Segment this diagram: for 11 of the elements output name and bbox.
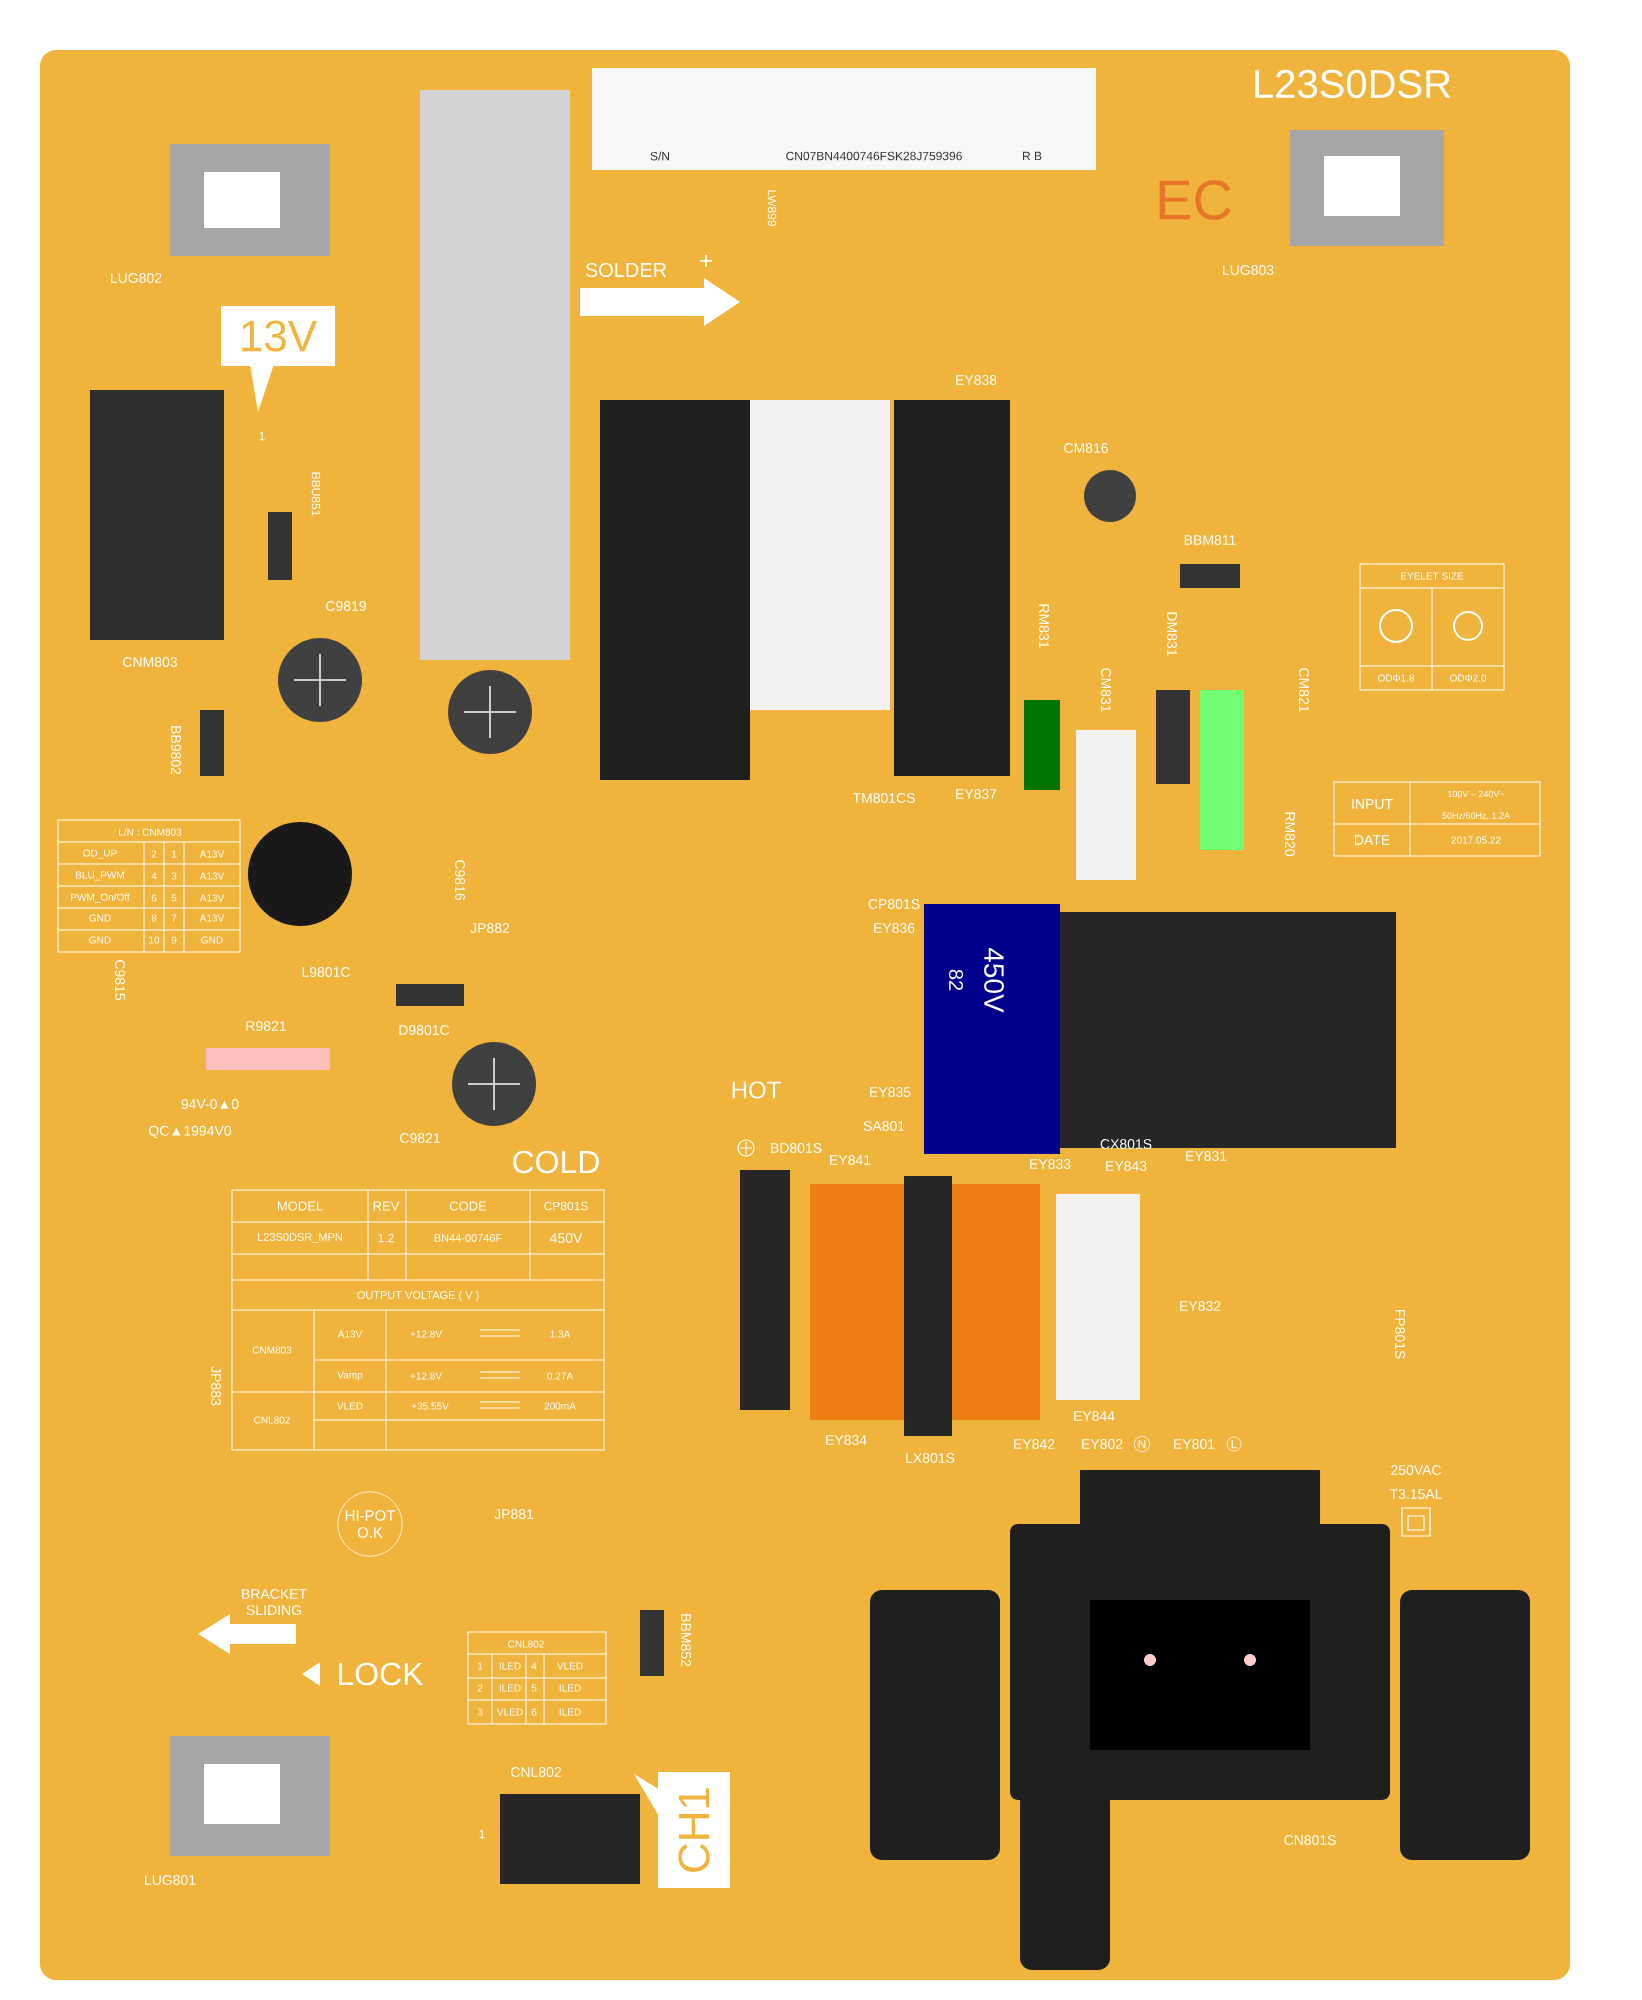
silkscreen-text: EC [1159, 180, 1231, 220]
silkscreen-text: LOCK [339, 1662, 424, 1686]
silkscreen-text: SOLDER [585, 262, 667, 278]
callout-box: CH1 [634, 1772, 730, 1888]
board-code: L23S0DSR [1255, 69, 1451, 99]
callout-box: 13V [221, 306, 335, 412]
silkscreen-text: + [700, 255, 712, 267]
capacitor-marking: 450V [984, 947, 1004, 1013]
silkscreen-text: HOT [732, 1081, 781, 1099]
capacitor-marking: 82 [948, 969, 964, 991]
silkscreen-text: COLD [513, 1150, 599, 1174]
